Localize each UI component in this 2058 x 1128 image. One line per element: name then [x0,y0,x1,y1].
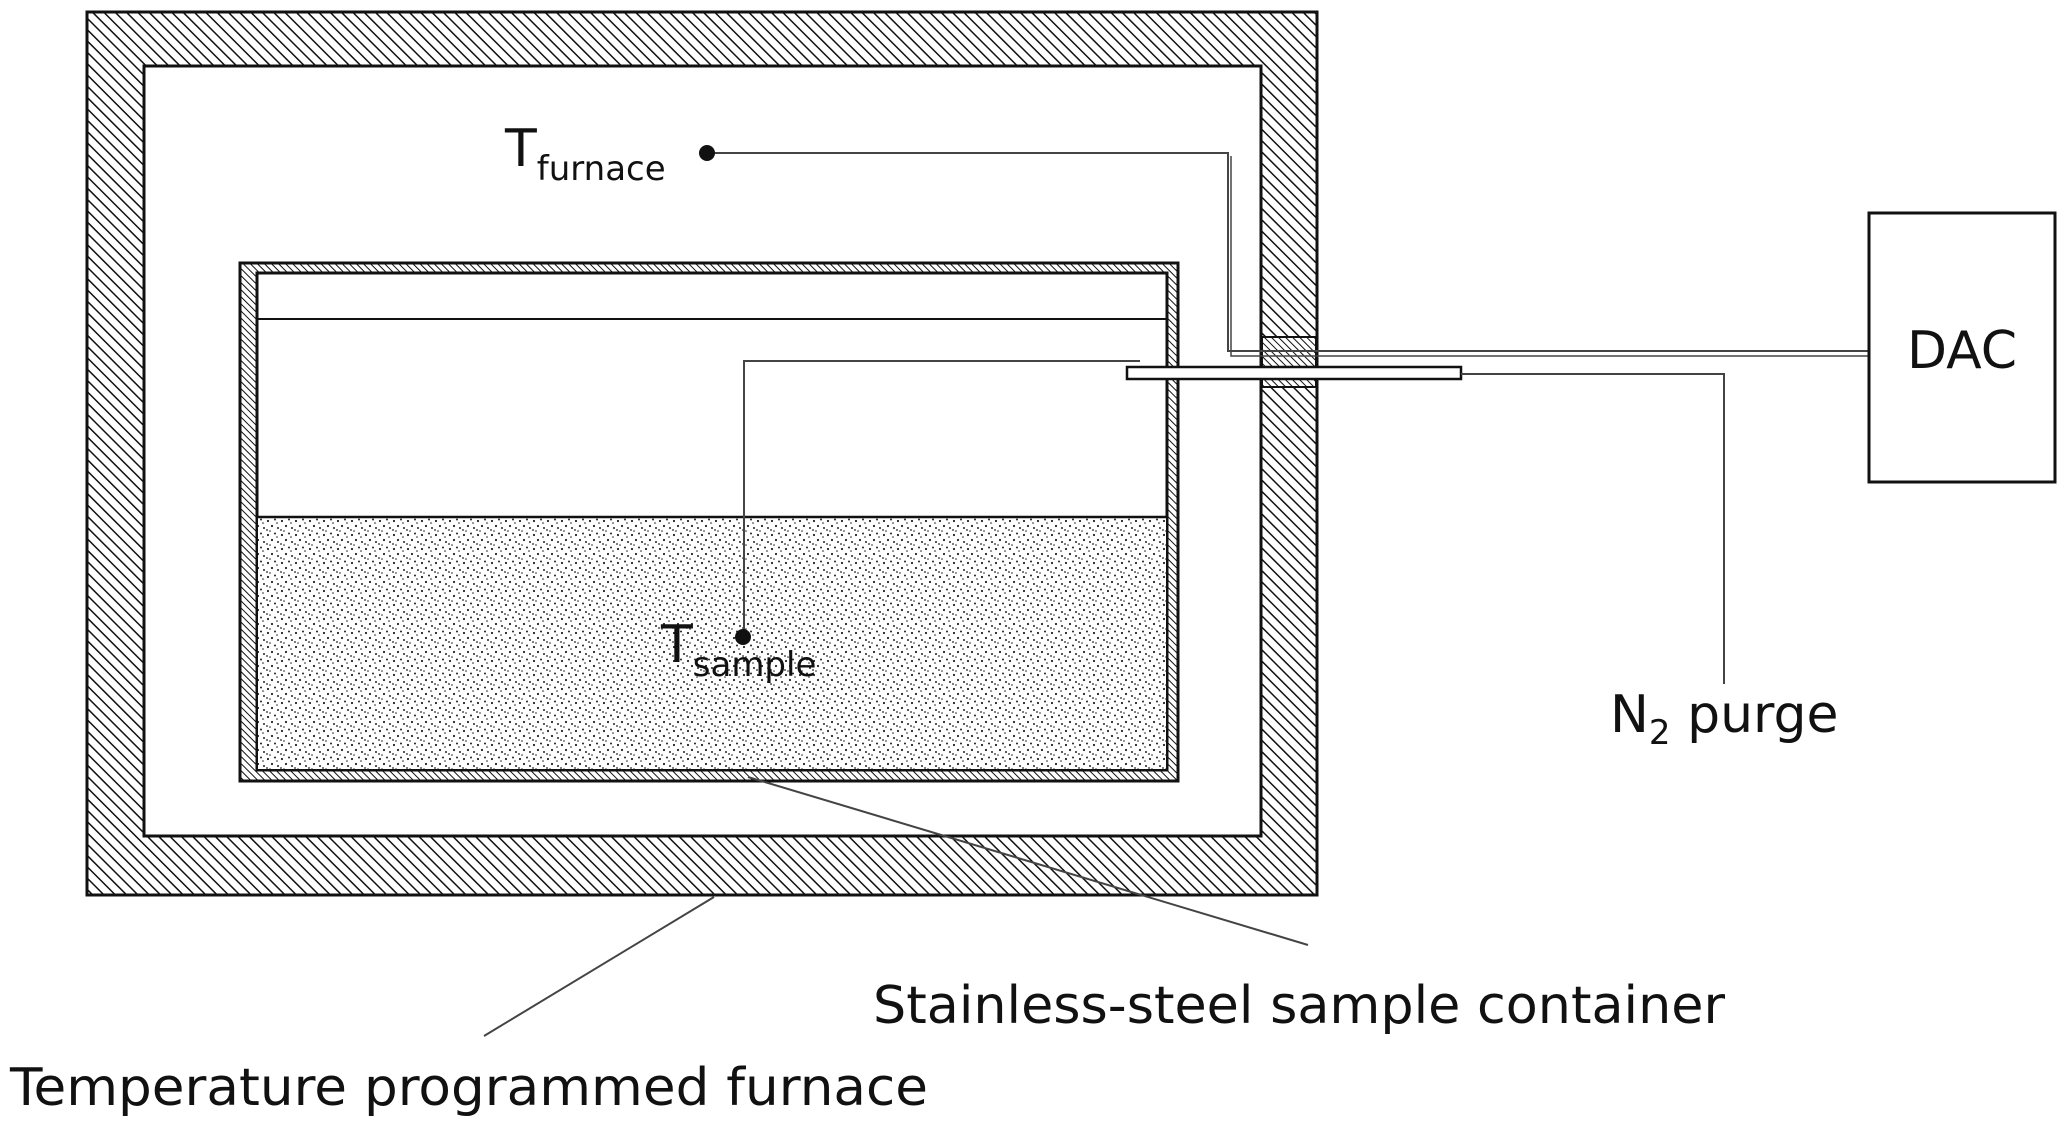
n2-main: N [1610,685,1649,745]
t-sample-main: T [660,615,693,675]
t-sample-sub: sample [693,645,817,685]
furnace-thermocouple-wire [699,145,1869,357]
n2-rest: purge [1671,685,1839,745]
t-furnace-label: Tfurnace [504,119,666,189]
sample-container [238,261,1180,783]
purge-tube [1125,365,1725,684]
n2-sub: 2 [1649,713,1671,753]
sample-thermocouple-wire [735,360,1140,645]
furnace-wall [85,10,1319,897]
t-furnace-main: T [504,119,537,179]
dac-label: DAC [1907,321,2017,381]
furnace-label: Temperature programmed furnace [9,1058,928,1118]
n2-purge-label: N2 purge [1610,685,1839,753]
furnace-leader-line [483,896,715,1037]
dac-box [1867,211,2057,484]
sample-bed [257,515,1167,769]
t-sample-label: Tsample [660,615,816,685]
container-label: Stainless-steel sample container [873,976,1726,1036]
t-furnace-sub: furnace [537,149,666,189]
container-leader-line [747,776,1309,946]
